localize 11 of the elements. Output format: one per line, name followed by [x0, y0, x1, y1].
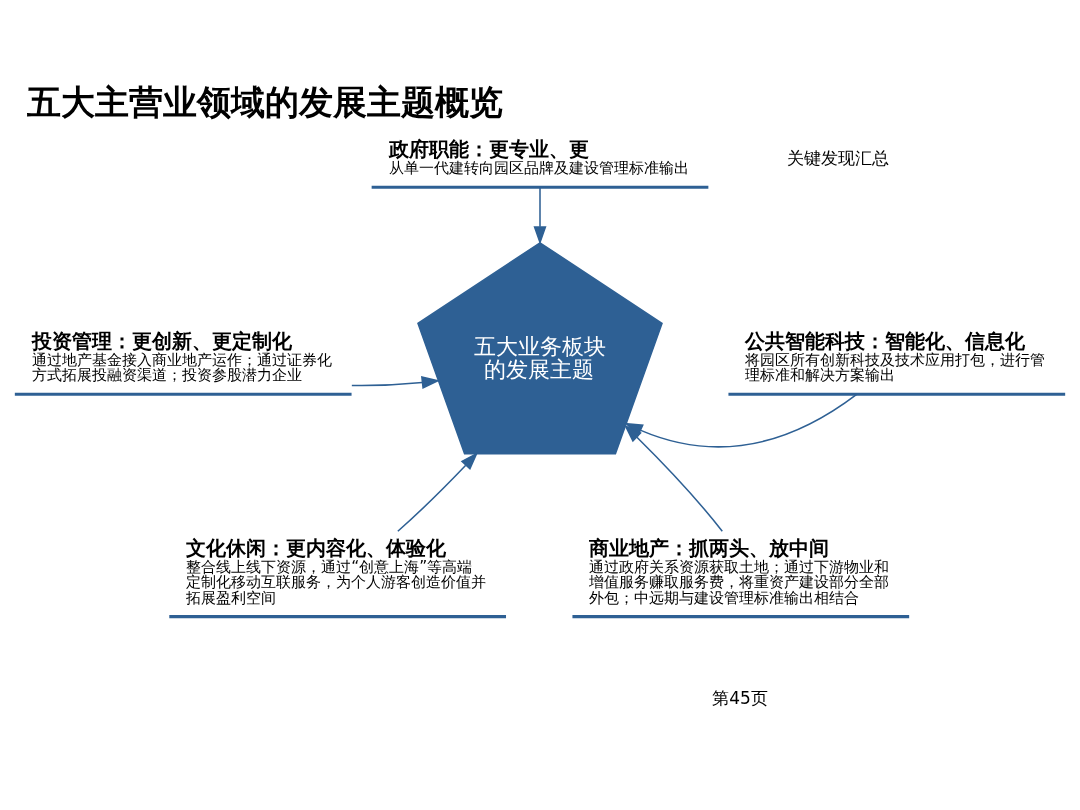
arrow [397, 452, 479, 533]
node-text: 文化休闲：更内容化、体验化 整合线上线下资源，通过“创意上海”等高端定制化移动互联服务，为个人游客创造价值并拓展盈利空间 [186, 536, 487, 607]
label: 关键发现汇总 [787, 147, 890, 168]
node-text: 商业地产：抓两头、放中间 通过政府关系资源获取土地；通过下游物业和增值服务赚取服务费，将重资产建设部分全部外包；中远期与建设管理标准输出相结合 [589, 536, 890, 607]
diagram-title: 五大主营业领域的发展主题概览 [27, 82, 504, 122]
node-text: 投资管理：更创新、更定制化 通过地产基金接入商业地产运作；通过证券化方式拓展投融资渠道；投资参股潜力企业 [31, 329, 332, 385]
arrow [351, 376, 441, 389]
node-text: 政府职能：更专业、更 从单一代建转向园区品牌及建设管理标准输出 [388, 137, 689, 177]
node-text: 公共智能科技：智能化、信息化 将园区所有创新科技及技术应用打包，进行管理标准和解决方案输出 [745, 329, 1046, 385]
label: 第45页 [712, 688, 768, 709]
arrow [533, 186, 547, 245]
